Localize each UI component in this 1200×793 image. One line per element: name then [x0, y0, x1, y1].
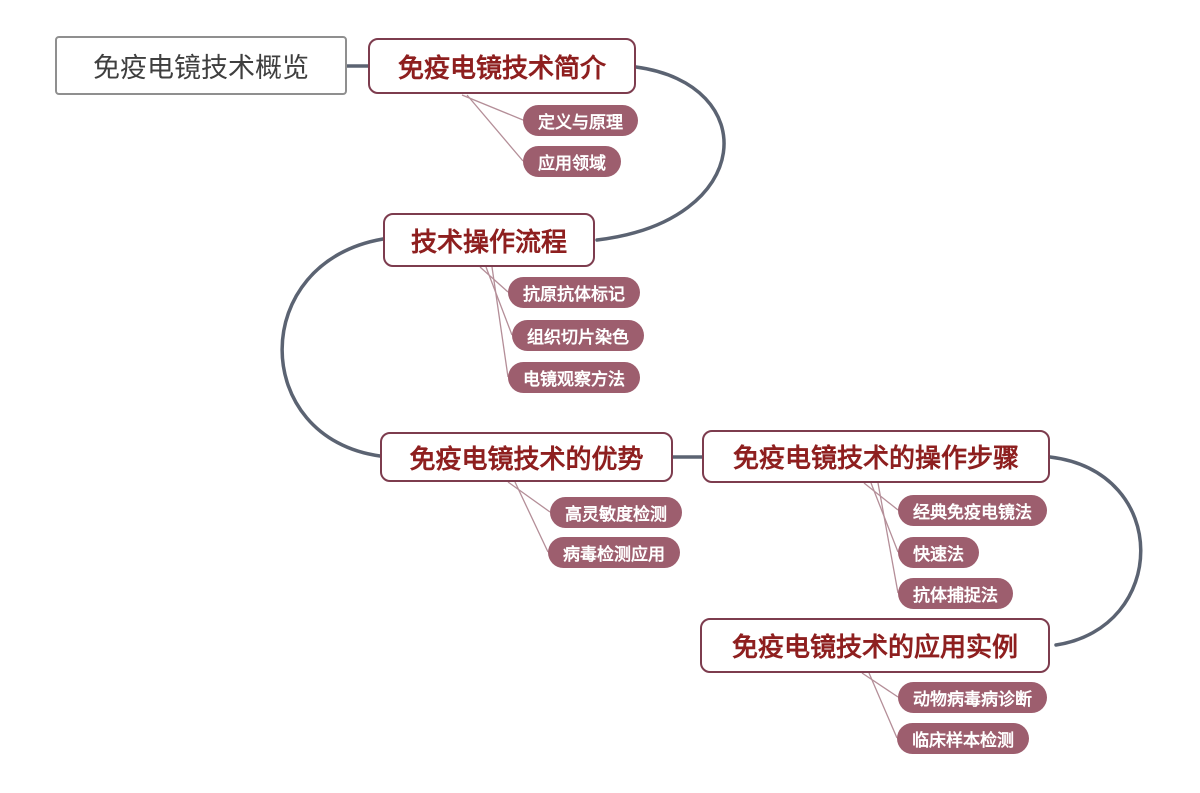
subtopic-antibody-capture-method[interactable]: 抗体捕捉法 — [898, 578, 1013, 609]
branch-steps-to-cases — [1048, 455, 1143, 647]
subbranch-adv-1 — [507, 481, 551, 513]
subtopic-virus-detection-application[interactable]: 病毒检测应用 — [548, 537, 680, 568]
branch-process-to-advantages — [280, 237, 385, 458]
subbranch-process-2 — [485, 266, 513, 336]
subbranch-steps-3 — [877, 482, 899, 594]
subtopic-tissue-section-staining[interactable]: 组织切片染色 — [512, 320, 644, 351]
subtopic-high-sensitivity-detection[interactable]: 高灵敏度检测 — [550, 497, 682, 528]
subtopic-em-observation-method[interactable]: 电镜观察方法 — [508, 362, 640, 393]
subbranch-process-1 — [479, 266, 509, 293]
root-topic[interactable]: 免疫电镜技术概览 — [55, 36, 347, 95]
subtopic-animal-virus-diagnosis[interactable]: 动物病毒病诊断 — [898, 682, 1047, 713]
subtopic-application-fields[interactable]: 应用领域 — [523, 146, 621, 177]
subbranch-intro-2 — [466, 94, 524, 162]
subbranch-intro-1 — [461, 94, 524, 121]
subtopic-rapid-method[interactable]: 快速法 — [898, 537, 979, 568]
topic-operation-steps[interactable]: 免疫电镜技术的操作步骤 — [702, 430, 1050, 483]
subbranch-cases-2 — [868, 672, 898, 739]
subtopic-definition-principle[interactable]: 定义与原理 — [523, 105, 638, 136]
topic-advantages[interactable]: 免疫电镜技术的优势 — [380, 432, 673, 482]
subbranch-steps-2 — [870, 482, 899, 553]
topic-process[interactable]: 技术操作流程 — [383, 213, 595, 267]
subtopic-clinical-sample-detection[interactable]: 临床样本检测 — [897, 723, 1029, 754]
topic-application-cases[interactable]: 免疫电镜技术的应用实例 — [700, 618, 1050, 673]
topic-intro[interactable]: 免疫电镜技术简介 — [368, 38, 636, 94]
subbranch-adv-2 — [514, 481, 549, 553]
subtopic-antigen-antibody-labeling[interactable]: 抗原抗体标记 — [508, 277, 640, 308]
subbranch-cases-1 — [861, 672, 899, 698]
subbranch-steps-1 — [863, 482, 899, 511]
subtopic-classic-immuno-em[interactable]: 经典免疫电镜法 — [898, 495, 1047, 526]
subbranch-process-3 — [491, 266, 509, 378]
